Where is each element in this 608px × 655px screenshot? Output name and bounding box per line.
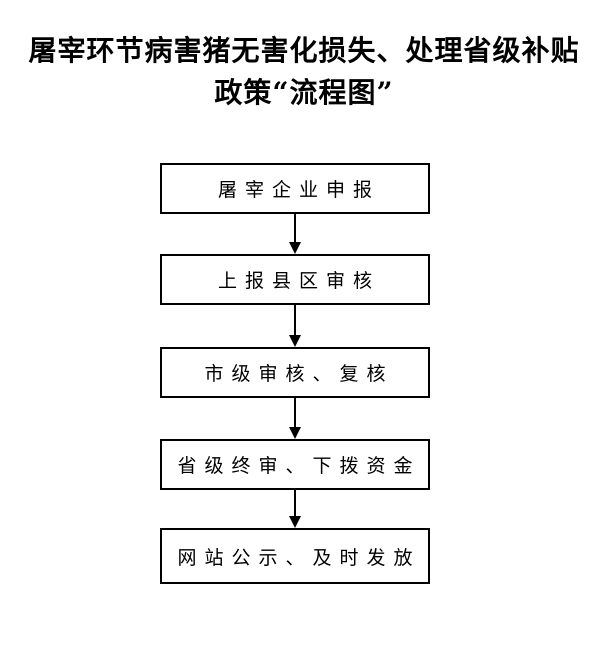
flow-node-label: 网站公示、及时发放 xyxy=(177,546,421,569)
flow-node-label: 上报县区审核 xyxy=(217,270,380,292)
page-title-line1: 屠宰环节病害猪无害化损失、处理省级补贴 xyxy=(28,34,580,67)
page-title-line2: 政策“流程图” xyxy=(214,76,394,109)
flow-node-city-review: 市级审核、复核 xyxy=(160,347,430,398)
flow-node-publicity: 网站公示、及时发放 xyxy=(160,528,430,584)
flowchart: 屠宰企业申报 上报县区审核 市级审核、复核 省级终审、下拨资金 xyxy=(160,163,430,584)
flow-node-label: 省级终审、下拨资金 xyxy=(177,455,421,477)
flow-node-label: 市级审核、复核 xyxy=(204,363,394,385)
arrow-head xyxy=(289,516,301,528)
flow-node-label: 屠宰企业申报 xyxy=(217,179,380,201)
arrow-line xyxy=(294,214,296,242)
flow-node-declare: 屠宰企业申报 xyxy=(160,163,430,214)
flow-node-county-review: 上报县区审核 xyxy=(160,254,430,305)
arrow-line xyxy=(294,398,296,427)
arrow-head xyxy=(289,242,301,254)
arrow-down-icon xyxy=(160,490,430,528)
arrow-head xyxy=(289,427,301,439)
page-title: 屠宰环节病害猪无害化损失、处理省级补贴 政策“流程图” xyxy=(0,30,608,114)
flow-node-province-final: 省级终审、下拨资金 xyxy=(160,439,430,490)
arrow-down-icon xyxy=(160,214,430,254)
arrow-down-icon xyxy=(160,398,430,439)
arrow-line xyxy=(294,305,296,335)
arrow-line xyxy=(294,490,296,516)
arrow-down-icon xyxy=(160,305,430,347)
arrow-head xyxy=(289,335,301,347)
